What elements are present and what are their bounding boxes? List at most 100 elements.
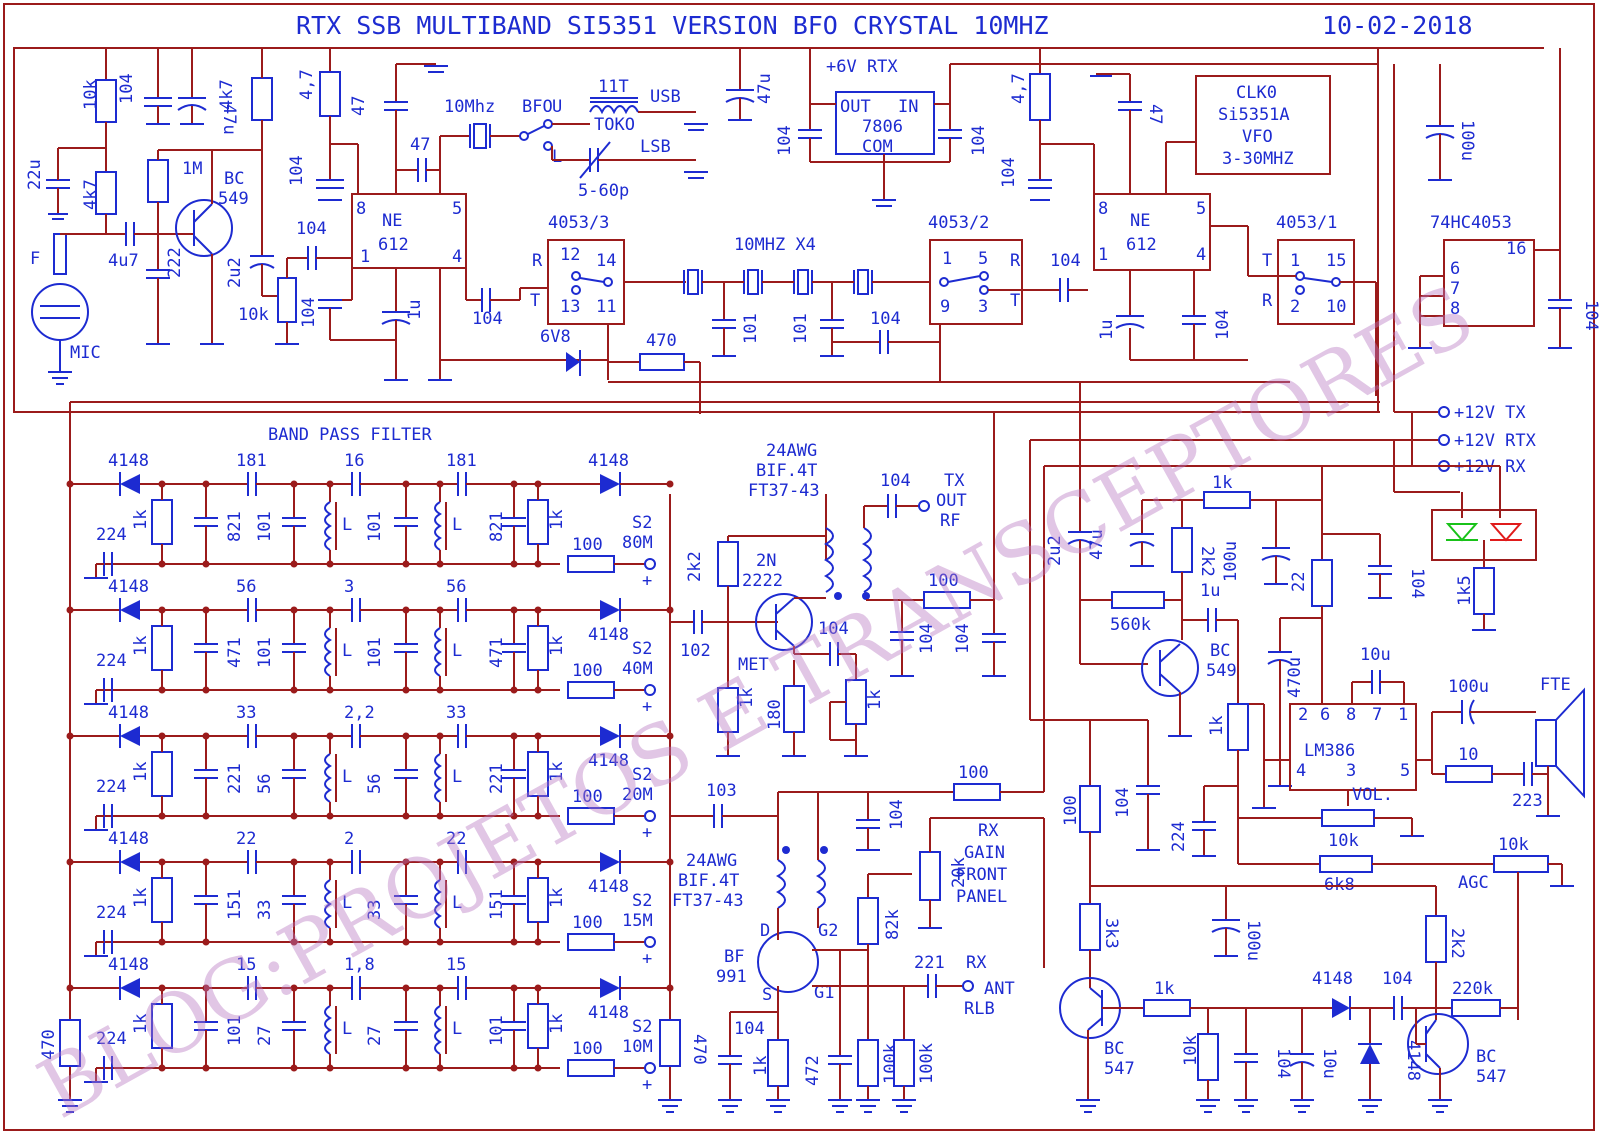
svg-text:100: 100 — [928, 571, 959, 591]
svg-text:1k: 1k — [131, 888, 151, 908]
diode-4148-out — [600, 726, 620, 746]
svg-text:20k: 20k — [949, 857, 969, 888]
svg-text:FRONT: FRONT — [956, 865, 1007, 885]
svg-text:104: 104 — [1213, 309, 1233, 340]
svg-text:2N: 2N — [756, 551, 776, 571]
switch-4053-2 — [929, 239, 1023, 325]
svg-text:L: L — [452, 893, 462, 913]
svg-text:224: 224 — [96, 903, 127, 923]
svg-text:6V8: 6V8 — [540, 327, 571, 347]
svg-text:33: 33 — [236, 703, 256, 723]
svg-text:104: 104 — [953, 623, 973, 654]
svg-text:+: + — [642, 823, 652, 843]
svg-text:16: 16 — [344, 451, 364, 471]
svg-text:1k: 1k — [131, 1014, 151, 1034]
svg-text:1k: 1k — [547, 888, 567, 908]
svg-text:27: 27 — [365, 1026, 385, 1046]
svg-text:10MHZ X4: 10MHZ X4 — [734, 235, 816, 255]
svg-text:1k: 1k — [1154, 979, 1174, 999]
svg-text:2,2: 2,2 — [344, 703, 375, 723]
rx-preamp: 103 24AWG BIF.4T FT37-43 104 100 D G2 G1… — [670, 466, 1045, 1100]
label-12v-tx: +12V TX — [1454, 403, 1526, 423]
potentiometer-10k — [277, 277, 297, 323]
svg-text:15: 15 — [1326, 251, 1346, 271]
svg-text:8: 8 — [1098, 199, 1108, 219]
svg-text:56: 56 — [446, 577, 466, 597]
resistor-470-left — [59, 1019, 81, 1067]
crystal-filter-section: 4053/3 R T 12 14 13 11 10MHZ X4 101 — [520, 213, 1290, 414]
svg-text:1u: 1u — [1200, 581, 1220, 601]
svg-text:74HC4053: 74HC4053 — [1430, 213, 1512, 233]
svg-text:1: 1 — [942, 249, 952, 269]
svg-text:2: 2 — [1298, 705, 1308, 725]
svg-text:8: 8 — [356, 199, 366, 219]
svg-text:47: 47 — [349, 96, 369, 116]
svg-text:4148: 4148 — [1312, 969, 1353, 989]
svg-text:4148: 4148 — [108, 829, 149, 849]
svg-text:100: 100 — [572, 787, 603, 807]
svg-text:47u: 47u — [219, 104, 239, 135]
svg-text:VFO: VFO — [1242, 127, 1273, 147]
inductor-icon — [324, 501, 332, 551]
svg-text:47: 47 — [1145, 104, 1165, 124]
toko-coil — [589, 105, 639, 115]
svg-text:TOKO: TOKO — [594, 115, 635, 135]
svg-text:10k: 10k — [81, 79, 101, 110]
svg-text:8: 8 — [1450, 299, 1460, 319]
svg-text:224: 224 — [96, 777, 127, 797]
microphone-icon — [31, 283, 89, 341]
svg-text:1k: 1k — [1207, 716, 1227, 736]
svg-text:47u: 47u — [1087, 529, 1107, 560]
svg-text:10k: 10k — [1181, 1035, 1201, 1066]
svg-text:470: 470 — [689, 1034, 709, 1065]
svg-text:1M: 1M — [182, 159, 202, 179]
svg-text:24AWG: 24AWG — [766, 441, 817, 461]
svg-text:1: 1 — [360, 247, 370, 267]
svg-text:181: 181 — [446, 451, 477, 471]
inductor-icon — [324, 879, 332, 929]
svg-text:7: 7 — [1450, 279, 1460, 299]
svg-text:T: T — [1262, 251, 1272, 271]
svg-text:101: 101 — [365, 637, 385, 668]
ic-74hc4053 — [1443, 239, 1535, 327]
resistor-470-right — [659, 1019, 681, 1067]
diode-4148-in — [120, 852, 140, 872]
svg-text:100: 100 — [958, 763, 989, 783]
svg-text:11T: 11T — [598, 77, 629, 97]
svg-text:104: 104 — [1050, 251, 1081, 271]
svg-text:15: 15 — [236, 955, 256, 975]
svg-text:104: 104 — [775, 125, 795, 156]
svg-text:4148: 4148 — [108, 577, 149, 597]
svg-text:R: R — [532, 251, 543, 271]
svg-text:224: 224 — [96, 651, 127, 671]
resistor-100 — [567, 681, 615, 699]
svg-text:101: 101 — [225, 1015, 245, 1046]
svg-text:104: 104 — [880, 471, 911, 491]
svg-text:4053/1: 4053/1 — [1276, 213, 1337, 233]
resistor-100 — [567, 1059, 615, 1077]
svg-text:3-30MHZ: 3-30MHZ — [1222, 149, 1294, 169]
inductor-icon — [434, 753, 442, 803]
svg-text:180: 180 — [765, 699, 785, 730]
svg-text:TX: TX — [944, 471, 965, 491]
resistor-1k — [151, 877, 173, 923]
svg-text:24AWG: 24AWG — [686, 851, 737, 871]
svg-text:4: 4 — [1296, 761, 1306, 781]
svg-text:100u: 100u — [1457, 120, 1477, 161]
supply-rails: +12V TX +12V RTX +12V RX 1k5 — [1030, 64, 1537, 631]
svg-text:FT37-43: FT37-43 — [672, 891, 744, 911]
svg-text:RX: RX — [978, 821, 999, 841]
svg-text:1k: 1k — [547, 762, 567, 782]
svg-text:104: 104 — [287, 155, 307, 186]
svg-text:1k: 1k — [131, 510, 151, 530]
svg-text:7806: 7806 — [862, 117, 903, 137]
svg-text:221: 221 — [225, 763, 245, 794]
svg-text:L: L — [552, 147, 562, 167]
svg-text:4148: 4148 — [588, 877, 629, 897]
svg-text:5-60p: 5-60p — [578, 181, 629, 201]
svg-text:22: 22 — [236, 829, 256, 849]
svg-text:100: 100 — [572, 535, 603, 555]
svg-text:100u: 100u — [1243, 920, 1263, 961]
svg-text:47: 47 — [410, 135, 430, 155]
